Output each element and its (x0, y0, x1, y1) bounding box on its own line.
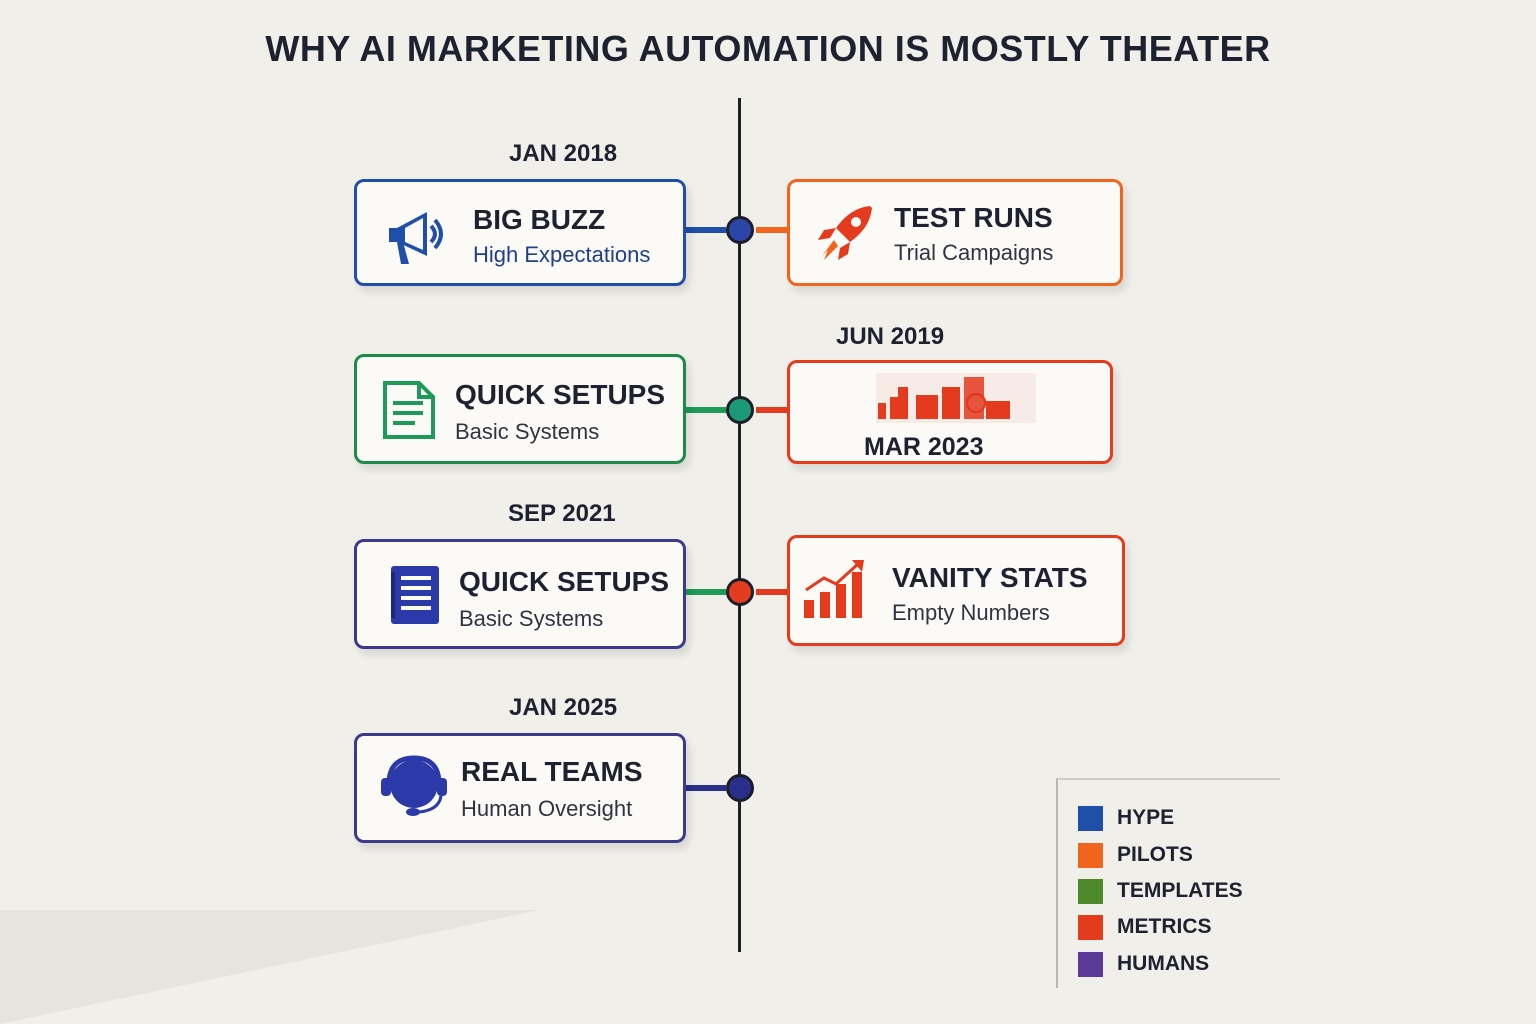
timeline-node-3 (726, 578, 754, 606)
page-title: WHY AI MARKETING AUTOMATION IS MOSTLY TH… (265, 28, 1271, 69)
date-label-jun-2019: JUN 2019 (836, 323, 945, 350)
timeline-node-1 (726, 216, 754, 244)
card-vanity-stats: VANITY STATS Empty Numbers (787, 535, 1125, 646)
card-title: TEST RUNS (894, 202, 1053, 233)
legend-label: METRICS (1117, 915, 1212, 938)
card-subtitle: High Expectations (473, 242, 651, 267)
card-subtitle: Trial Campaigns (894, 240, 1054, 265)
card-mar-2023: MAR 2023 (787, 360, 1113, 464)
connector-quick-setups-2 (686, 589, 726, 595)
bar-chart-icon (876, 373, 1036, 423)
timeline-node-2 (726, 396, 754, 424)
card-quick-setups-1: QUICK SETUPS Basic Systems (354, 354, 686, 464)
card-title: QUICK SETUPS (455, 379, 666, 410)
legend-label: HUMANS (1117, 952, 1210, 975)
legend-label: TEMPLATES (1117, 879, 1243, 902)
connector-quick-setups-1 (686, 407, 726, 413)
legend-item-hype: HYPE (1078, 805, 1174, 831)
card-subtitle: Empty Numbers (892, 600, 1050, 625)
card-title: BIG BUZZ (473, 204, 606, 235)
card-big-buzz: BIG BUZZ High Expectations (354, 179, 686, 286)
legend-swatch (1078, 842, 1103, 868)
connector-vanity-stats (756, 589, 788, 595)
trend-chart-icon (804, 560, 864, 618)
card-subtitle: Basic Systems (455, 419, 600, 444)
legend-label: HYPE (1117, 806, 1175, 829)
timeline-axis (738, 98, 741, 952)
card-real-teams: REAL TEAMS Human Oversight (354, 733, 686, 843)
card-title: REAL TEAMS (461, 756, 643, 787)
card-subtitle: Human Oversight (461, 796, 633, 821)
connector-test-runs (756, 227, 788, 233)
megaphone-icon (389, 212, 443, 264)
legend-item-metrics: METRICS (1078, 914, 1212, 940)
card-title: QUICK SETUPS (459, 566, 670, 597)
connector-mar-2023 (756, 407, 788, 413)
connector-big-buzz (686, 227, 726, 233)
legend-item-pilots: PILOTS (1078, 842, 1193, 868)
legend-swatch (1078, 951, 1103, 977)
card-subtitle: Basic Systems (459, 606, 604, 631)
legend-swatch (1078, 805, 1103, 831)
timeline-node-4 (726, 774, 754, 802)
legend-item-templates: TEMPLATES (1078, 878, 1243, 904)
connector-real-teams (686, 785, 726, 791)
card-quick-setups-2: QUICK SETUPS Basic Systems (354, 539, 686, 649)
card-title: VANITY STATS (892, 562, 1088, 593)
document-icon (383, 381, 435, 439)
date-label-sep-2021: SEP 2021 (508, 500, 616, 527)
legend-label: PILOTS (1117, 843, 1193, 866)
card-date-label: MAR 2023 (864, 433, 984, 461)
legend-swatch (1078, 914, 1103, 940)
background-shadow-shape (0, 910, 540, 1024)
headset-icon (381, 755, 447, 816)
document-icon (391, 566, 439, 624)
card-test-runs: TEST RUNS Trial Campaigns (787, 179, 1123, 286)
date-label-jan-2018: JAN 2018 (509, 140, 618, 167)
legend-swatch (1078, 878, 1103, 904)
legend: HYPE PILOTS TEMPLATES METRICS HUMANS (1056, 778, 1280, 988)
rocket-icon (818, 206, 872, 260)
date-label-jan-2025: JAN 2025 (509, 694, 618, 721)
legend-item-humans: HUMANS (1078, 951, 1209, 977)
